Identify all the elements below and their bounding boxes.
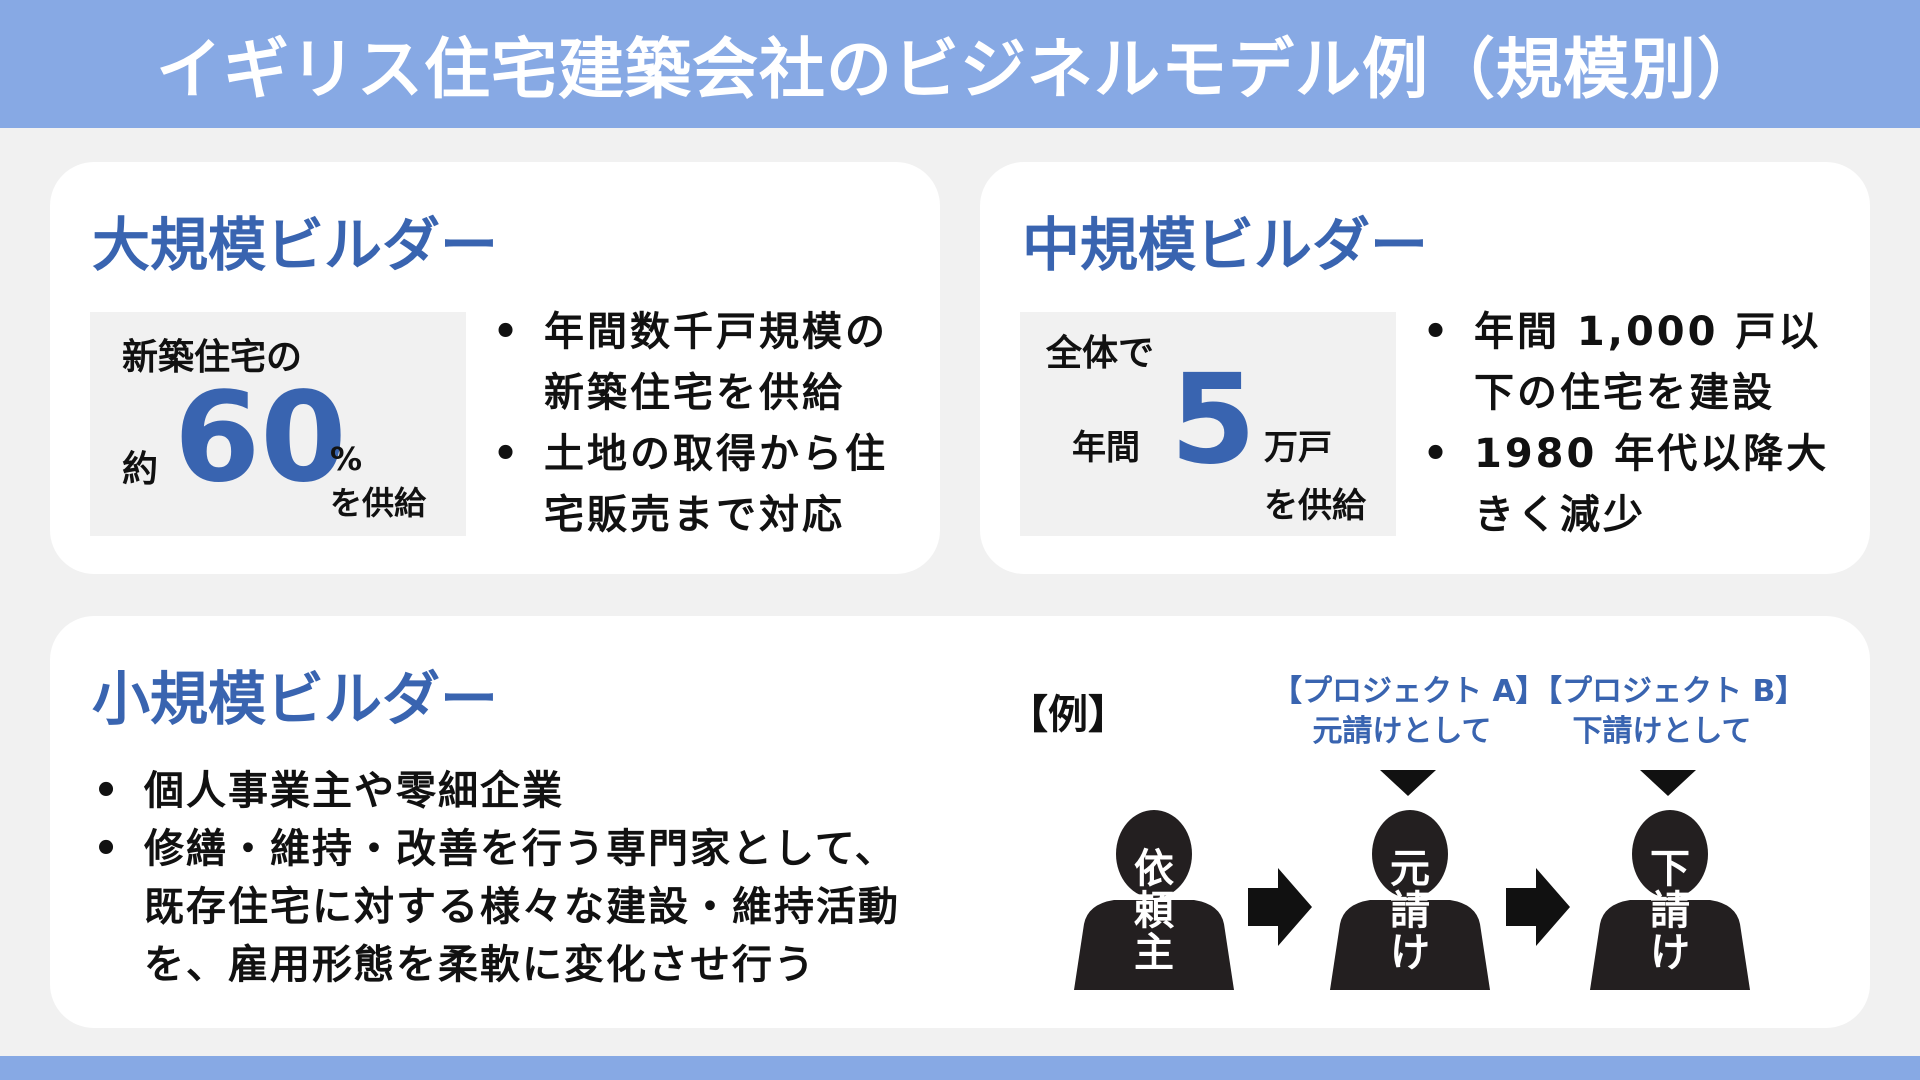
stat-prefix: 全体で <box>1046 333 1155 374</box>
small-builder-title: 小規模ビルダー <box>92 665 499 733</box>
large-builder-bullets: 年間数千戸規模の新築住宅を供給 土地の取得から住宅販売まで対応 <box>492 302 912 546</box>
stat-unit: 万戸 <box>1264 428 1332 468</box>
person-label: 元請け <box>1390 846 1430 976</box>
arrow-right-icon <box>1506 868 1570 946</box>
header-bar: イギリス住宅建築会社のビジネルモデル例（規模別） <box>0 0 1920 128</box>
pointer-triangle-icon <box>1380 770 1436 796</box>
page-title: イギリス住宅建築会社のビジネルモデル例（規模別） <box>156 31 1764 108</box>
person-label: 下請け <box>1650 846 1690 976</box>
stat-annual: 年間 <box>1072 428 1140 468</box>
large-builder-title: 大規模ビルダー <box>92 211 499 279</box>
pointer-triangle-icon <box>1640 770 1696 796</box>
stat-suffix: を供給 <box>330 484 427 522</box>
stat-value: 60 <box>174 366 347 510</box>
project-b-label: 【プロジェクト B】 下請けとして <box>1532 674 1806 749</box>
large-builder-card: 大規模ビルダー 新築住宅の 約 60 % を供給 年間数千戸規模の新築住宅を供給… <box>50 162 940 574</box>
project-a-label: 【プロジェクト A】 元請けとして <box>1272 674 1546 749</box>
medium-builder-title: 中規模ビルダー <box>1022 211 1429 279</box>
person-label: 依頼主 <box>1134 846 1174 976</box>
list-item: 土地の取得から住宅販売まで対応 <box>492 424 912 546</box>
list-item: 年間 1,000 戸以下の住宅を建設 <box>1422 302 1842 424</box>
arrow-right-icon <box>1248 868 1312 946</box>
medium-builder-stat-box: 全体で 年間 5 万戸 を供給 <box>1020 312 1396 536</box>
medium-builder-card: 中規模ビルダー 全体で 年間 5 万戸 を供給 年間 1,000 戸以下の住宅を… <box>980 162 1870 574</box>
stat-about: 約 <box>122 449 159 490</box>
stat-unit: % <box>330 440 363 478</box>
large-builder-stat-box: 新築住宅の 約 60 % を供給 <box>90 312 466 536</box>
stat-value: 5 <box>1170 348 1257 492</box>
list-item: 個人事業主や零細企業 <box>92 762 912 820</box>
list-item: 修繕・維持・改善を行う専門家として、既存住宅に対する様々な建設・維持活動を、雇用… <box>92 820 912 994</box>
small-builder-bullets: 個人事業主や零細企業 修繕・維持・改善を行う専門家として、既存住宅に対する様々な… <box>92 762 912 994</box>
list-item: 1980 年代以降大きく減少 <box>1422 424 1842 546</box>
person-silhouette-icon: 下請け <box>1590 808 1750 990</box>
person-silhouette-icon: 元請け <box>1330 808 1490 990</box>
example-label: 【例】 <box>1008 692 1128 738</box>
person-silhouette-icon: 依頼主 <box>1074 808 1234 990</box>
medium-builder-bullets: 年間 1,000 戸以下の住宅を建設 1980 年代以降大きく減少 <box>1422 302 1842 546</box>
list-item: 年間数千戸規模の新築住宅を供給 <box>492 302 912 424</box>
small-builder-card: 小規模ビルダー 個人事業主や零細企業 修繕・維持・改善を行う専門家として、既存住… <box>50 616 1870 1028</box>
footer-bar <box>0 1056 1920 1080</box>
stat-prefix: 新築住宅の <box>122 337 303 378</box>
stat-suffix: を供給 <box>1264 486 1366 526</box>
